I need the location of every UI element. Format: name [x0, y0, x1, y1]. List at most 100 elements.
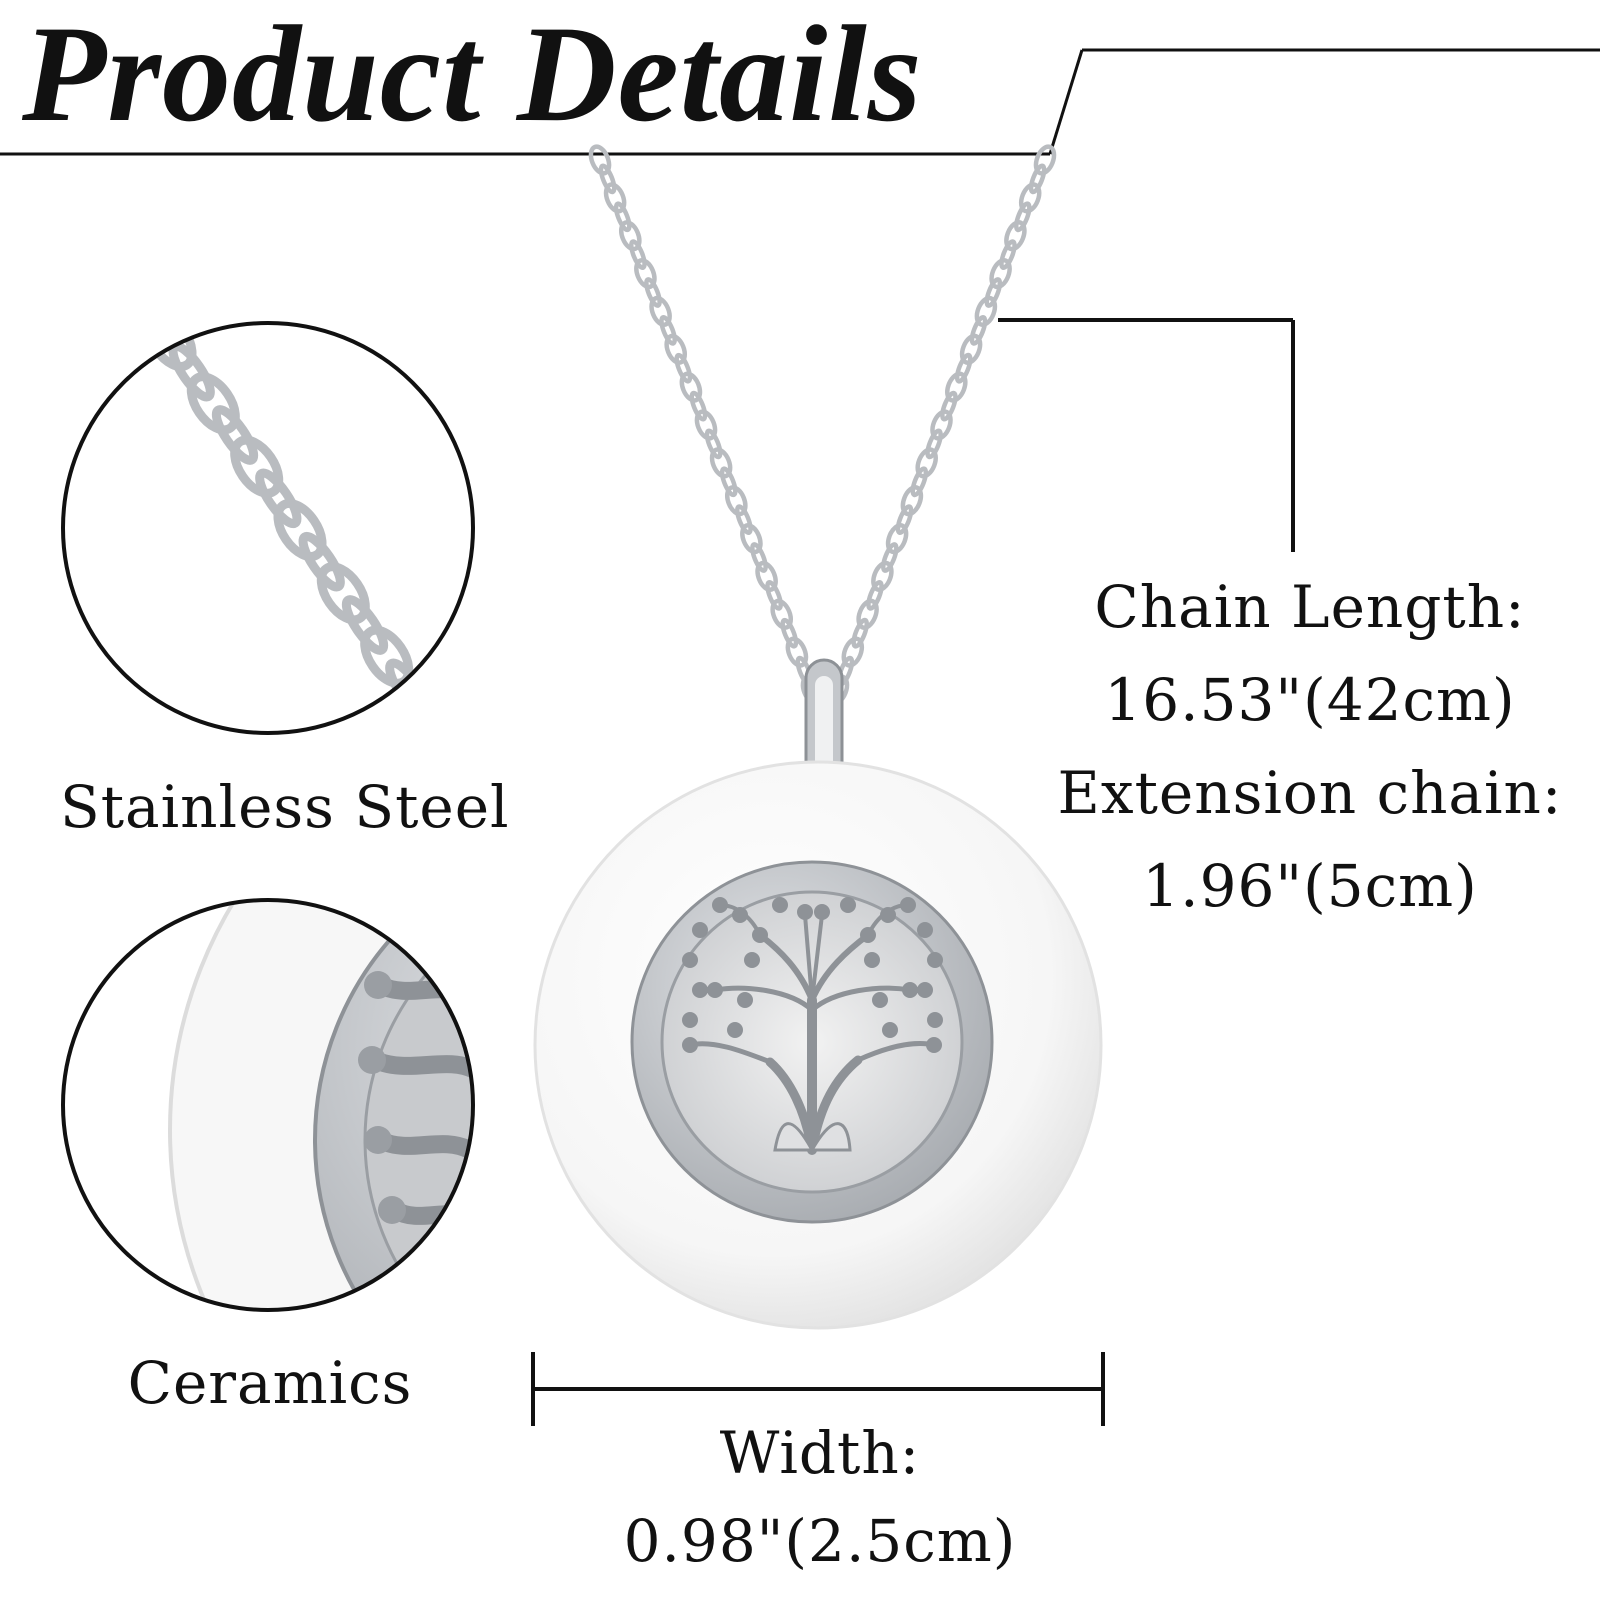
tree-leaves — [682, 897, 943, 1053]
chain-link — [770, 598, 794, 630]
chain-link — [765, 580, 783, 611]
chain-link — [588, 144, 612, 176]
tree-leaf — [926, 1037, 942, 1053]
chain-link — [719, 466, 738, 498]
chain-link — [871, 560, 894, 593]
header-rule — [0, 48, 1600, 156]
chain-link — [613, 201, 632, 233]
tree-leaf — [927, 1012, 943, 1028]
tree-leaf — [772, 897, 788, 913]
tree-leaf — [902, 982, 918, 998]
chain-link — [664, 333, 688, 365]
chain-link — [999, 239, 1017, 270]
chain-link — [659, 315, 677, 346]
chain-length-label: Chain Length: — [1094, 573, 1526, 641]
tree-leaf — [727, 1022, 743, 1038]
tree-leaf — [682, 952, 698, 968]
chain-link — [709, 447, 733, 479]
chain-link — [316, 562, 370, 625]
chain-link — [910, 466, 929, 498]
chain-link — [403, 688, 457, 733]
tree-leaf — [900, 897, 916, 913]
tree-leaf — [860, 927, 876, 943]
chain-link — [230, 435, 284, 498]
chain-link — [940, 390, 958, 422]
tree-leaf — [880, 907, 896, 923]
chain-link — [885, 522, 909, 555]
width-dimension-bracket — [531, 1352, 1105, 1426]
tree-leaf — [744, 952, 760, 968]
chain-right — [826, 144, 1057, 706]
chain-link — [841, 636, 865, 668]
material-label-ceramics: Ceramics — [127, 1349, 413, 1417]
pendant — [533, 658, 1103, 1330]
chain-link — [851, 617, 869, 649]
tree-leaf — [732, 907, 748, 923]
chain-link — [644, 277, 662, 308]
chain-link — [341, 595, 389, 655]
chain-link — [780, 617, 799, 649]
tree-leaf — [882, 1022, 898, 1038]
chain-link — [856, 598, 879, 630]
chain-link — [273, 498, 327, 562]
chain-link — [1018, 182, 1042, 214]
tree-leaf — [682, 1012, 698, 1028]
chain-link — [255, 468, 302, 529]
tree-leaf — [917, 922, 933, 938]
chain-link — [1004, 220, 1027, 252]
tree-leaf — [682, 1037, 698, 1053]
chain-link — [618, 220, 642, 252]
chain-link — [1028, 163, 1047, 195]
width-value: 0.98"(2.5cm) — [623, 1507, 1017, 1575]
chain-link — [724, 485, 748, 517]
chain-link — [895, 504, 914, 535]
chain-link — [186, 372, 240, 435]
steel-zoom-circle — [61, 321, 475, 735]
chain-link — [735, 504, 753, 535]
chain-link — [915, 447, 938, 479]
chain-link — [629, 239, 647, 270]
chain-link — [211, 405, 259, 465]
chain-link — [1033, 144, 1057, 176]
chain-link — [634, 258, 657, 290]
chain-link — [755, 560, 778, 592]
tree-leaf — [814, 904, 830, 920]
tree-leaf — [712, 897, 728, 913]
chain-link — [674, 352, 693, 384]
chain-link — [945, 371, 968, 403]
width-label: Width: — [719, 1419, 921, 1487]
chain-link — [785, 636, 809, 668]
material-label-stainless-steel: Stainless Steel — [60, 773, 510, 841]
tree-leaf — [692, 982, 708, 998]
tree-leaf — [872, 992, 888, 1008]
tree-leaf — [737, 992, 753, 1008]
chain-length-bracket — [998, 318, 1295, 552]
tree-leaf — [917, 982, 933, 998]
chain-link — [954, 352, 973, 384]
chain-link — [598, 163, 617, 195]
chain-link — [866, 580, 884, 611]
chain-link — [679, 371, 703, 403]
tree-leaf — [927, 952, 943, 968]
chain-link — [881, 542, 899, 573]
chain-link — [740, 523, 763, 555]
chain-link — [603, 182, 627, 214]
extension-chain-label: Extension chain: — [1057, 759, 1563, 827]
chain-link — [1014, 201, 1032, 233]
tree-leaf — [797, 904, 813, 920]
chain-link — [925, 428, 943, 460]
chain-link — [750, 542, 768, 573]
chain-link — [900, 485, 924, 517]
chain-length-value: 16.53"(42cm) — [1104, 666, 1516, 734]
tree-leaf — [692, 922, 708, 938]
chain-link — [930, 409, 953, 441]
chain-link — [689, 390, 708, 422]
page-title: Product Details — [22, 0, 923, 150]
chain-link — [984, 277, 1003, 308]
tree-leaf — [840, 897, 856, 913]
tree-leaf — [707, 982, 723, 998]
tree-leaf — [864, 952, 880, 968]
tree-leaf — [752, 927, 768, 943]
